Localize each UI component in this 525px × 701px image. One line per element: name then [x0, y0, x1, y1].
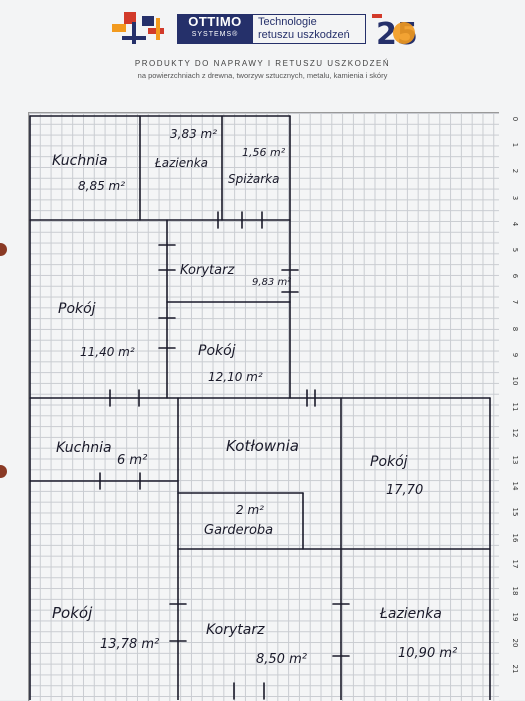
- room-area: 17,70: [386, 483, 423, 498]
- room-area: 1,56 m²: [242, 146, 286, 159]
- materials-subheading: na powierzchniach z drewna, tworzyw sztu…: [137, 71, 388, 80]
- room-area: 3,83 m²: [170, 127, 217, 141]
- room-area: 8,85 m²: [78, 179, 125, 193]
- room-name: Korytarz: [206, 622, 265, 638]
- room-name: Pokój: [370, 454, 408, 470]
- room-area: 6 m²: [117, 453, 147, 468]
- room-name: Pokój: [52, 604, 93, 622]
- ottimo-logo-icon: [112, 12, 164, 44]
- anniversary-badge-icon: 25: [372, 14, 418, 50]
- room-name: Pokój: [58, 301, 96, 317]
- tagline-line-1: Technologie: [258, 16, 317, 28]
- room-name: Korytarz: [180, 263, 235, 278]
- room-area: 8,50 m²: [256, 652, 307, 667]
- room-name: Garderoba: [204, 523, 273, 538]
- room-area: 9,83 m²: [252, 277, 291, 288]
- products-heading: PRODUKTY DO NAPRAWY I RETUSZU USZKODZEŃ: [134, 59, 391, 68]
- brand-tagline: Technologie retuszu uszkodzeń: [252, 14, 366, 44]
- room-name: Kotłownia: [226, 437, 299, 455]
- binder-hole: [0, 465, 7, 478]
- tagline-line-2: retuszu uszkodzeń: [258, 29, 350, 41]
- room-area: 12,10 m²: [208, 370, 263, 384]
- room-name: Kuchnia: [52, 153, 108, 169]
- binder-hole: [0, 243, 7, 256]
- brand-logo: OTTIMO SYSTEMS®: [177, 14, 253, 44]
- room-name: Kuchnia: [56, 440, 112, 456]
- room-area: 13,78 m²: [100, 637, 159, 652]
- graph-grid: [28, 112, 499, 701]
- room-name: Łazienka: [379, 606, 442, 622]
- room-name: Łazienka: [154, 156, 208, 170]
- room-area: 10,90 m²: [398, 646, 457, 661]
- room-name: Spiżarka: [228, 172, 279, 186]
- brand-subtitle: SYSTEMS®: [191, 31, 239, 38]
- brand-name: OTTIMO: [188, 14, 242, 29]
- letterhead: OTTIMO SYSTEMS® Technologie retuszu uszk…: [0, 0, 525, 110]
- room-area: 2 m²: [236, 503, 264, 517]
- room-name: Pokój: [198, 343, 236, 359]
- room-area: 11,40 m²: [80, 345, 135, 359]
